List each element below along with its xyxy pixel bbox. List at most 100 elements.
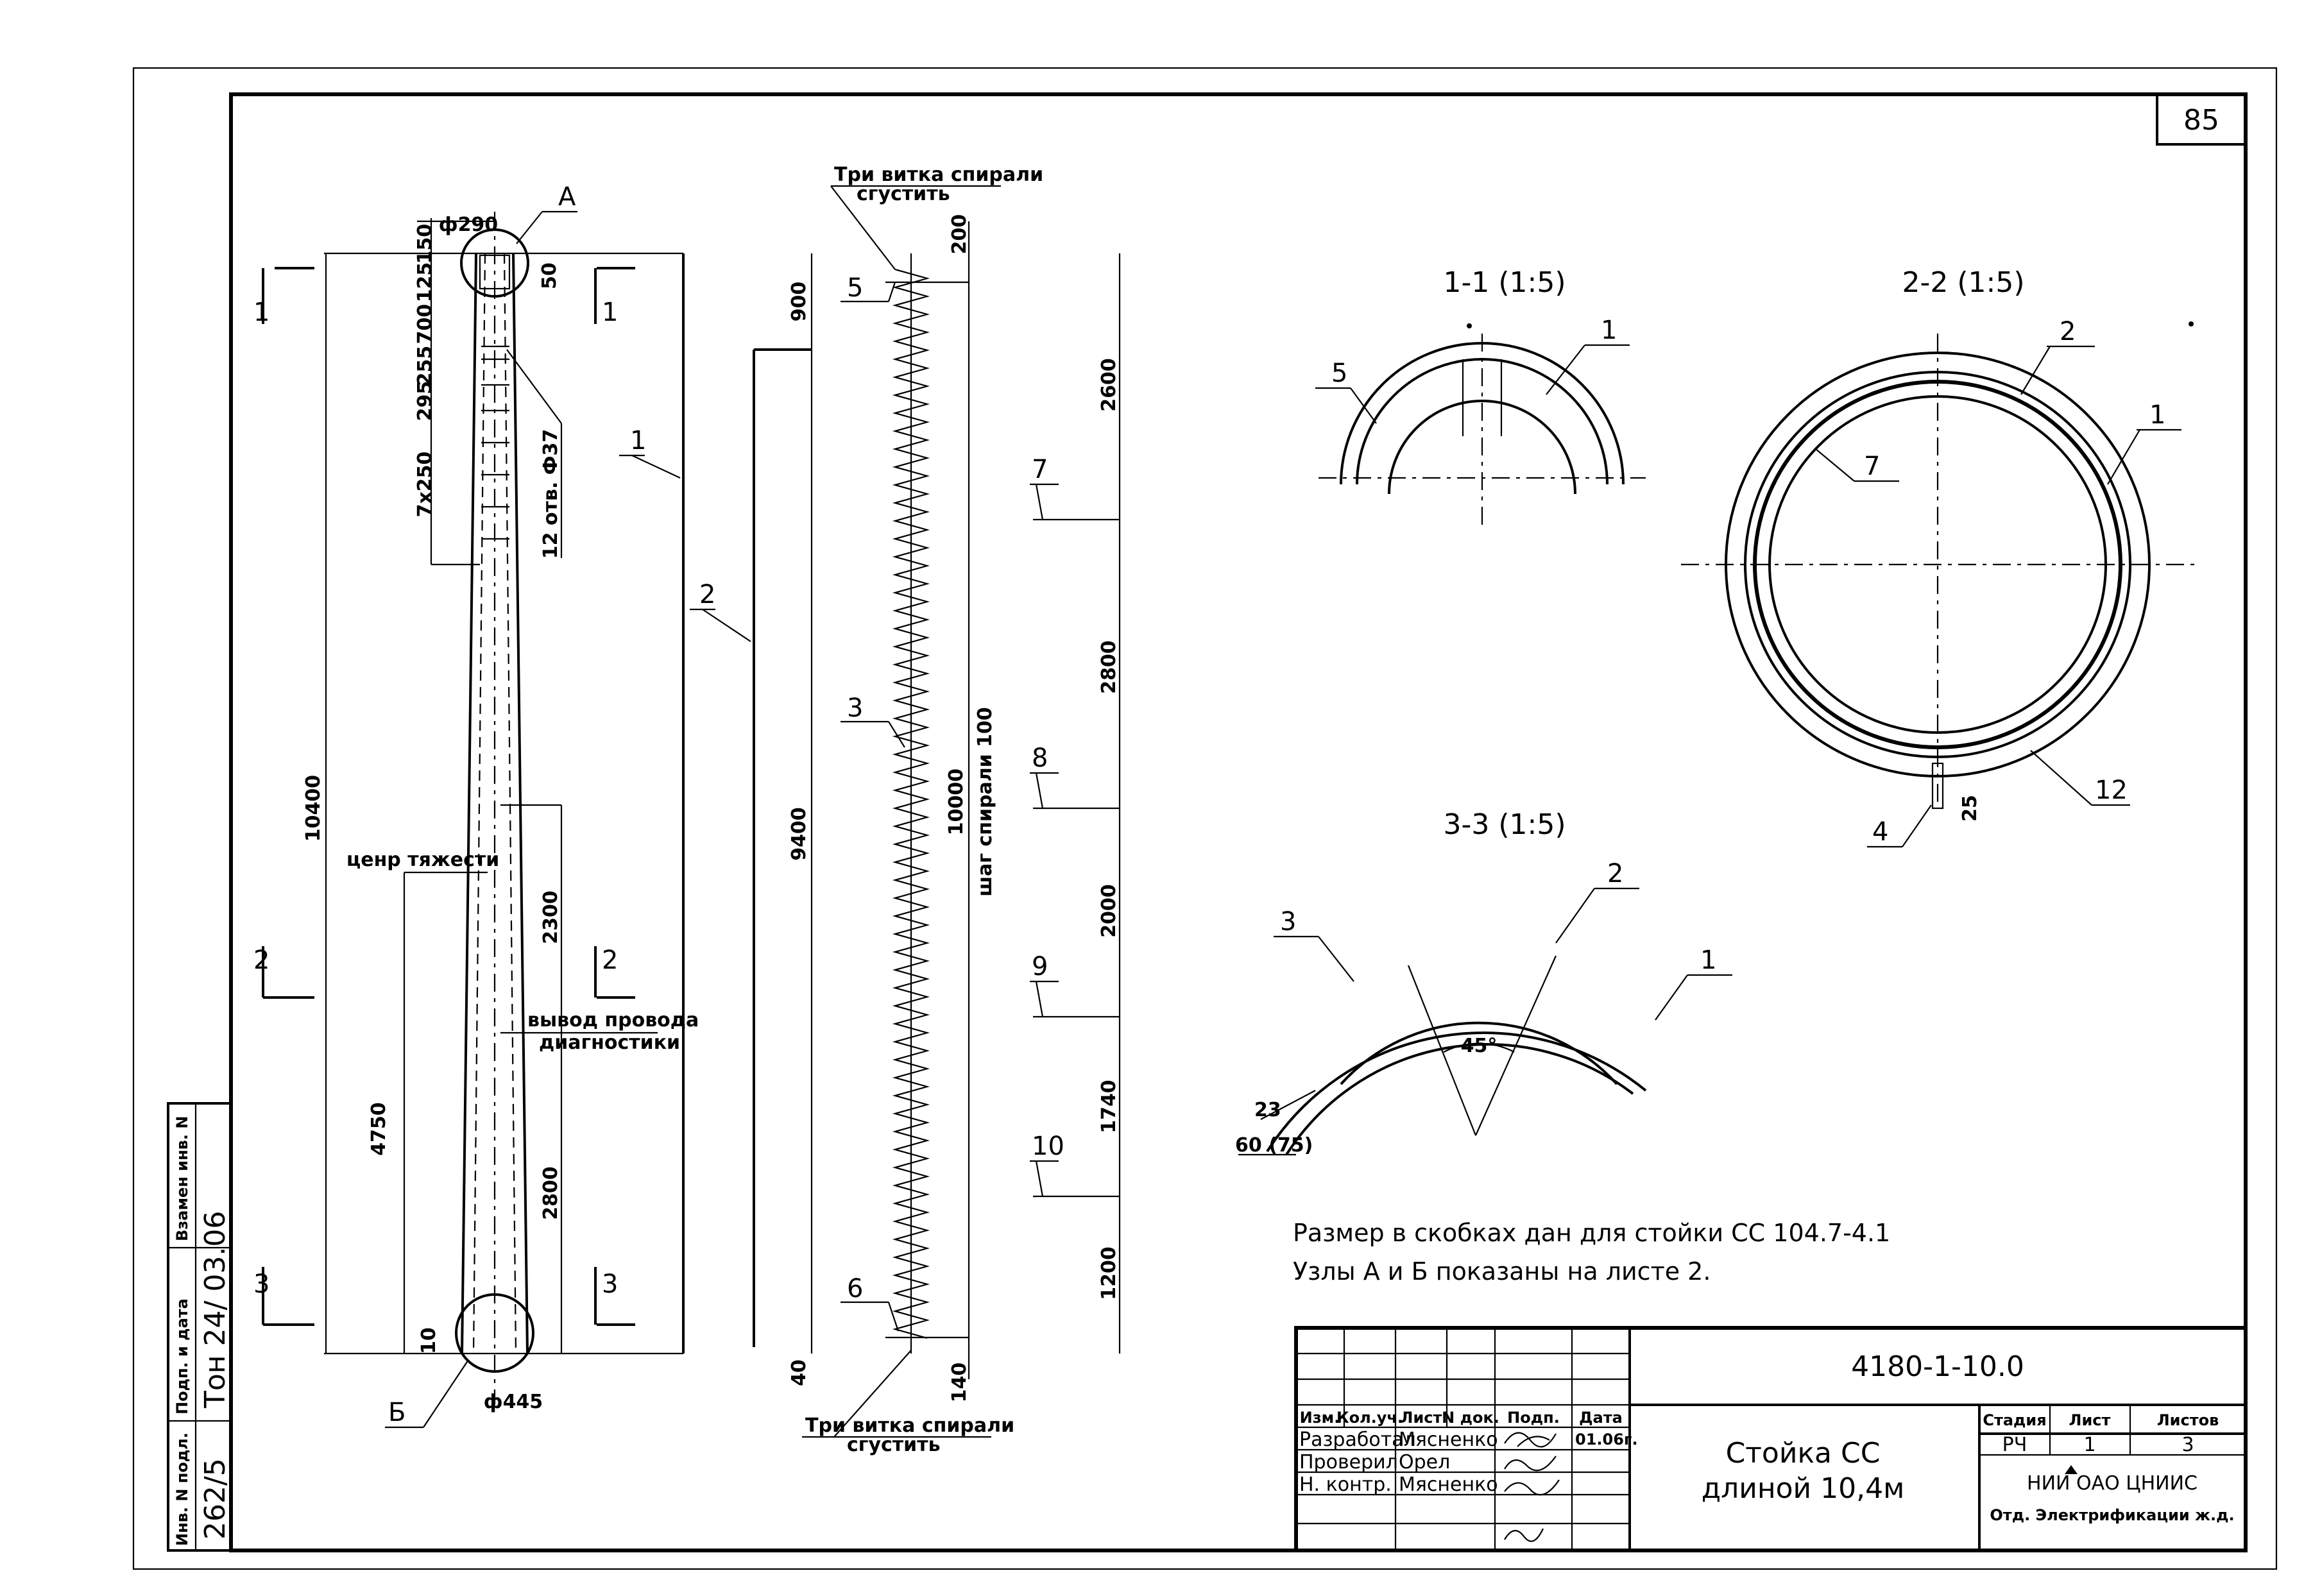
section-3-label-2: 2: [1607, 859, 1623, 888]
tb-col-izm: Изм.: [1300, 1409, 1340, 1427]
callout-9: 9: [1032, 952, 1048, 981]
dim-10000: 10000: [945, 768, 968, 835]
signature-2: [1504, 1456, 1557, 1472]
dim-7x250: 7x250: [414, 452, 436, 518]
sheet-number-box: [2156, 93, 2247, 146]
node-b-circle: [455, 1293, 534, 1373]
reinforcement-view: 1 2 900 9400 40 Три витка спирали сгусти…: [619, 164, 1121, 1456]
title-block: Изм. Кол.уч. Лист N док. Подп. Дата Разр…: [1294, 1326, 2248, 1552]
signature-1: [1504, 1432, 1557, 1448]
callout-5: 5: [847, 273, 863, 303]
section-3-label-1: 1: [1700, 946, 1716, 975]
dim-295: 295: [414, 381, 436, 421]
callout-2: 2: [699, 580, 715, 609]
wire-line2: диагностики: [539, 1031, 680, 1054]
spiral-top-line2: сгустить: [857, 183, 950, 205]
tb-col-ndok: N док.: [1442, 1409, 1499, 1427]
section-2-title: 2-2 (1:5): [1902, 266, 2025, 299]
stamp-replace-label: Взамен инв. N: [173, 1116, 191, 1241]
seg-2000: 2000: [1098, 884, 1120, 938]
outer-frame: [132, 67, 2278, 1570]
side-stamp: Инв. N подл. Подп. и дата Взамен инв. N …: [167, 1102, 232, 1552]
callout-10: 10: [1032, 1132, 1064, 1161]
dim-125: 125: [414, 262, 436, 303]
section-1-label-5: 5: [1331, 359, 1347, 388]
dim-40: 40: [788, 1359, 810, 1386]
title-line1: Стойка СС: [1726, 1437, 1881, 1470]
dim-255: 255: [414, 346, 436, 386]
tb-col-data: Дата: [1579, 1409, 1623, 1427]
tb-name-0: Мясненко: [1399, 1429, 1498, 1451]
dim-2300: 2300: [540, 890, 562, 944]
seg-1200: 1200: [1098, 1246, 1120, 1300]
note-line-2: Узлы А и Б показаны на листе 2.: [1293, 1257, 1711, 1286]
tb-role-2: Н. контр.: [1299, 1473, 1392, 1496]
tb-name-2: Мясненко: [1399, 1473, 1498, 1496]
tb-stage: РЧ: [2002, 1434, 2027, 1456]
spiral-bottom-line1: Три витка спирали: [805, 1414, 1014, 1437]
section-3-3: 3-3 (1:5) 45° 3 2 1 23 60 (75): [1235, 808, 1732, 1157]
section-mark-1-left: 1: [253, 298, 269, 327]
section-3-angle: 45°: [1461, 1035, 1498, 1057]
tb-stage-header: Стадия: [1983, 1411, 2046, 1429]
section-mark-1-right: 1: [602, 298, 618, 327]
dim-4750: 4750: [368, 1102, 390, 1156]
title-line2: длиной 10,4м: [1702, 1472, 1905, 1505]
top-diameter: ф290: [439, 214, 498, 236]
org-line1: НИИ ОАО ЦНИИС: [2027, 1472, 2198, 1495]
callout-8: 8: [1032, 743, 1048, 773]
dim-700: 700: [414, 304, 436, 344]
spiral-pitch: шаг спирали 100: [974, 707, 996, 897]
callout-7: 7: [1032, 455, 1048, 484]
section-2-label-1: 1: [2149, 400, 2165, 430]
section-2-2: 2-2 (1:5) 2 1 7 12 4 25: [1681, 266, 2194, 848]
stamp-inv-label: Инв. N подл.: [173, 1432, 191, 1546]
wire-line1: вывод провода: [527, 1009, 699, 1031]
tb-name-1: Орел: [1399, 1451, 1450, 1473]
tb-date-0: 01.06г.: [1575, 1430, 1638, 1448]
section-3-dim-60: 60 (75): [1235, 1134, 1313, 1157]
section-3-title: 3-3 (1:5): [1444, 808, 1566, 841]
callout-1: 1: [630, 426, 646, 455]
tb-col-list: Лист: [1401, 1409, 1442, 1427]
sheet-number: 85: [2183, 104, 2219, 137]
org-line2: Отд. Электрификации ж.д.: [1990, 1506, 2234, 1524]
section-2-label-7: 7: [1864, 452, 1880, 481]
signature-4: [1504, 1528, 1544, 1542]
section-1-title: 1-1 (1:5): [1444, 266, 1566, 299]
bottom-diameter: ф445: [484, 1391, 543, 1413]
column-view: ф290 150 125 700 255 295 7x250 50 А 12 о…: [253, 182, 699, 1429]
node-b-label: Б: [388, 1398, 405, 1427]
tb-sheet-header: Лист: [2069, 1411, 2111, 1429]
section-mark-3-right: 3: [602, 1269, 618, 1299]
dim-10: 10: [418, 1327, 440, 1354]
tb-col-koluch: Кол.уч.: [1336, 1409, 1403, 1427]
dim-2800: 2800: [540, 1166, 562, 1220]
tb-sheets: 3: [2181, 1434, 2194, 1456]
section-mark-2-right: 2: [602, 946, 618, 975]
doc-code: 4180-1-10.0: [1851, 1350, 2024, 1383]
org-logo-icon: [2065, 1465, 2078, 1474]
seg-2600: 2600: [1098, 358, 1120, 412]
section-2-dim-25: 25: [1959, 795, 1981, 822]
dim-900: 900: [788, 282, 810, 322]
total-length: 10400: [302, 775, 325, 842]
stamp-inv-value: 262/5: [199, 1458, 232, 1540]
center-of-gravity: ценр тяжести: [346, 849, 499, 871]
seg-1740: 1740: [1098, 1080, 1120, 1133]
section-2-label-2: 2: [2060, 317, 2076, 346]
section-mark-3-left: 3: [253, 1269, 269, 1299]
section-mark-2-left: 2: [253, 946, 269, 975]
dim-9400: 9400: [788, 807, 810, 861]
signature-3: [1504, 1479, 1560, 1496]
seg-2800: 2800: [1098, 640, 1120, 694]
stamp-sign-date: Тон 24/ 03.06: [199, 1211, 232, 1409]
dim-200: 200: [948, 214, 971, 255]
tb-col-podp: Подп.: [1507, 1409, 1560, 1427]
callout-3: 3: [847, 693, 863, 723]
note-line-1: Размер в скобках дан для стойки СС 104.7…: [1293, 1219, 1890, 1247]
section-3-dim-23: 23: [1254, 1099, 1281, 1121]
node-a-circle: [460, 228, 529, 298]
tb-sheets-header: Листов: [2157, 1411, 2219, 1429]
